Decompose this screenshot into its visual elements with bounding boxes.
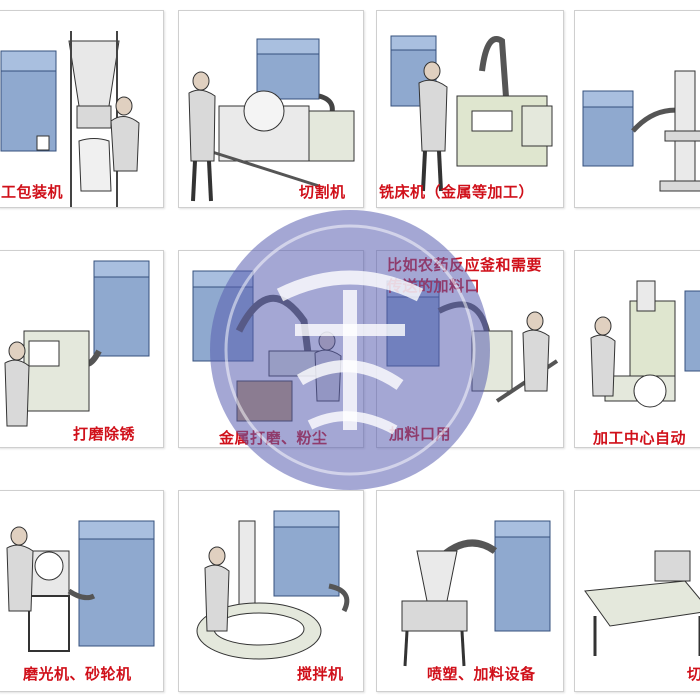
panel-caption: 切割机: [299, 183, 346, 201]
panel-milling-machine: 铣床机（金属等加工）: [376, 10, 564, 208]
panel-feeding-port: 比如农药反应釜和需要传送的加料口 加料口用: [376, 250, 564, 448]
milling-machine-illustration: [390, 35, 553, 192]
panel-dust-collector-drill: [574, 10, 700, 208]
panel-caption: 加料口用: [389, 425, 452, 443]
panel-caption: 工包装机: [1, 183, 64, 201]
panel-cutting-table: 切: [574, 490, 700, 692]
panel-mixer: 搅拌机: [178, 490, 364, 692]
panel-caption: 磨光机、砂轮机: [23, 665, 132, 683]
metal-grinding-illustration: [192, 270, 342, 422]
panel-caption: 金属打磨、粉尘: [219, 429, 328, 447]
panel-caption: 搅拌机: [297, 665, 344, 683]
drill-illustration: [582, 70, 700, 192]
panel-polishing-machine: 磨光机、砂轮机: [0, 490, 164, 692]
panel-caption-note: 比如农药反应釜和需要传送的加料口: [387, 256, 543, 295]
panel-caption: 打磨除锈: [73, 425, 136, 443]
polishing-illustration: [6, 520, 155, 652]
powder-coating-illustration: [401, 520, 551, 667]
cutting-machine-illustration: [188, 38, 355, 202]
panel-grinding-rust: 打磨除锈: [0, 250, 164, 448]
panel-caption: 铣床机（金属等加工）: [379, 183, 535, 201]
panel-caption: 加工中心自动: [593, 429, 687, 447]
panel-powder-coating: 喷塑、加料设备: [376, 490, 564, 692]
panel-caption: 喷塑、加料设备: [427, 665, 536, 683]
panel-metal-grinding-dust: 金属打磨、粉尘: [178, 250, 364, 448]
rust-grinding-illustration: [4, 260, 150, 427]
machining-center-illustration: [590, 280, 700, 408]
cutting-table-illustration: [584, 550, 700, 656]
panel-caption: 切: [687, 663, 700, 684]
mixer-illustration: [196, 510, 350, 660]
panel-cutting-machine: 切割机: [178, 10, 364, 208]
packaging-machine-illustration: [0, 31, 140, 207]
panel-machining-center: 加工中心自动: [574, 250, 700, 448]
panel-packaging-machine: 工包装机: [0, 10, 164, 208]
